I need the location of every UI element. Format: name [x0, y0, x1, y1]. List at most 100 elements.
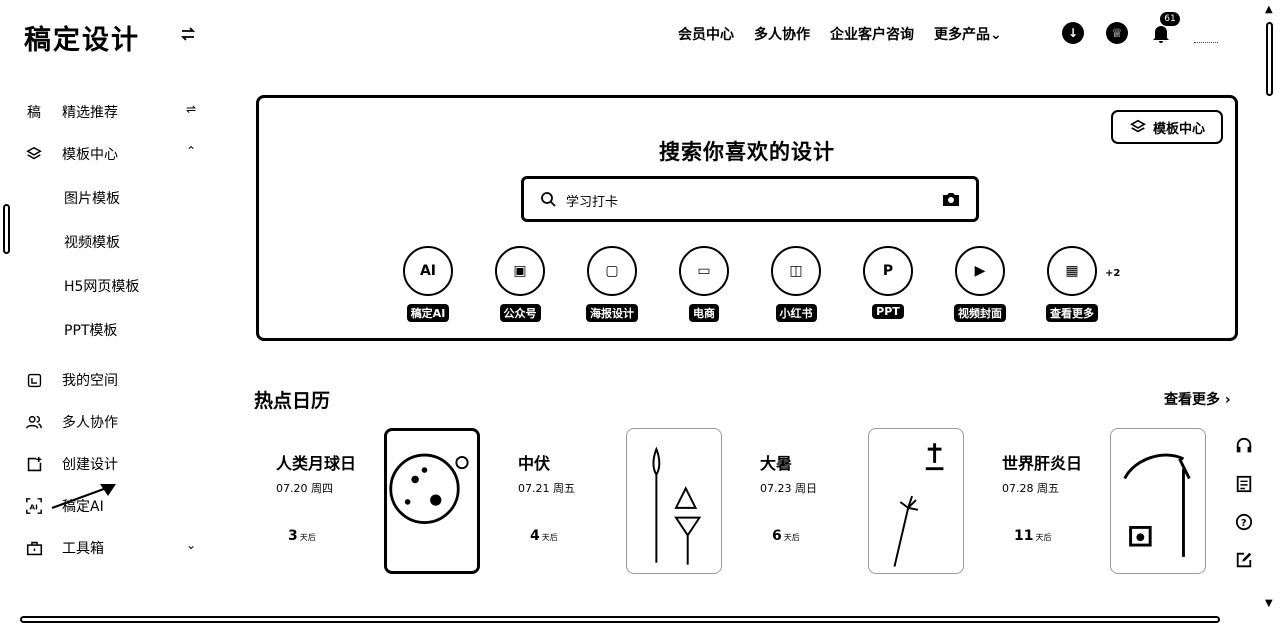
play-icon: ▶ [955, 246, 1005, 296]
top-nav: 会员中心 多人协作 企业客户咨询 更多产品⌄ [678, 24, 1002, 44]
nav-vip-center[interactable]: 会员中心 [678, 27, 734, 43]
svg-text:?: ? [1241, 518, 1247, 529]
moon-poster-image [384, 428, 480, 574]
tool-shortcuts: AI 稿定AI ▣ 公众号 ▢ 海报设计 ▭ 电商 ◫ 小红书 P PPT ▶ … [403, 246, 1098, 322]
nav-more-products[interactable]: 更多产品⌄ [934, 27, 1002, 43]
notification-badge: 61 [1160, 12, 1180, 26]
camera-icon[interactable] [942, 191, 960, 207]
poster-icon: ▢ [587, 246, 637, 296]
people-icon [24, 412, 44, 432]
tool-redbook[interactable]: ◫ 小红书 [771, 246, 821, 322]
sidebar-item-label: 精选推荐 [62, 105, 118, 121]
search-input[interactable]: 学习打卡 [521, 176, 979, 222]
tool-poster-design[interactable]: ▢ 海报设计 [586, 246, 638, 322]
horizontal-scrollbar-thumb[interactable] [20, 616, 1220, 623]
sidebar-item-gaoding-ai[interactable]: AI 稿定AI [24, 496, 204, 516]
scroll-up-arrow[interactable]: ▲ [1265, 4, 1273, 15]
card-event-name: 中伏 [518, 454, 551, 473]
ai-icon: AI [403, 246, 453, 296]
hero-title: 搜索你喜欢的设计 [659, 140, 835, 164]
ai-frame-icon: AI [24, 496, 44, 516]
sidebar-item-label: 稿定AI [62, 499, 104, 515]
swap-icon[interactable] [180, 26, 196, 42]
see-more-link[interactable]: 查看更多 › [1164, 392, 1231, 408]
sidebar-sub-image-templates[interactable]: 图片模板 [64, 191, 120, 207]
sidebar-sub-video-templates[interactable]: 视频模板 [64, 235, 120, 251]
sidebar-item-featured[interactable]: 稿 精选推荐 ⇌ [24, 102, 204, 122]
card-event-name: 世界肝炎日 [1002, 454, 1083, 473]
tool-label: 稿定AI [406, 304, 450, 322]
tool-wechat-article[interactable]: ▣ 公众号 [495, 246, 545, 322]
sidebar-item-label: 多人协作 [62, 415, 118, 431]
sidebar-item-collaboration[interactable]: 多人协作 [24, 412, 204, 432]
notifications[interactable]: 61 [1150, 12, 1180, 44]
tool-label: 查看更多 [1046, 304, 1098, 322]
sidebar-item-label: 创建设计 [62, 457, 118, 473]
search-query: 学习打卡 [566, 195, 619, 210]
pointer-arrow [51, 484, 116, 509]
hero-search-panel: 模板中心 搜索你喜欢的设计 学习打卡 AI 稿定AI ▣ 公众号 ▢ 海报设计 … [256, 95, 1238, 341]
monitor-icon: ▭ [679, 246, 729, 296]
sidebar-sub-ppt-templates[interactable]: PPT模板 [64, 323, 118, 339]
bell-icon [1153, 26, 1169, 43]
chevron-down-icon[interactable]: ⌄ [185, 538, 196, 552]
sidebar-item-label: 我的空间 [62, 373, 118, 389]
redbook-icon: ◫ [771, 246, 821, 296]
sidebar-item-toolbox[interactable]: 工具箱 ⌄ [24, 538, 204, 558]
gao-logo-icon: 稿 [27, 105, 41, 121]
avatar[interactable] [1194, 41, 1218, 43]
tool-see-more[interactable]: ▦ 查看更多 [1046, 246, 1098, 322]
grid-icon: ▦ [1047, 246, 1097, 296]
toolbox-icon [24, 538, 44, 558]
scroll-down-arrow[interactable]: ▼ [1265, 598, 1273, 609]
hepatitis-poster-image [1110, 428, 1206, 574]
card-event-date: 07.23 周日 [760, 482, 817, 495]
help-icon[interactable]: ? [1234, 512, 1254, 532]
folder-icon [24, 370, 44, 390]
nav-collaboration[interactable]: 多人协作 [754, 27, 810, 43]
download-icon[interactable]: ↓ [1062, 22, 1084, 44]
dandelion-poster-image [868, 428, 964, 574]
chevron-down-icon: ⌄ [990, 27, 1002, 43]
document-icon[interactable] [1234, 474, 1254, 494]
tool-label: 小红书 [775, 304, 817, 322]
right-floating-tools: ? [1234, 436, 1254, 570]
top-bar: 稿定设计 会员中心 多人协作 企业客户咨询 更多产品⌄ ↓ ♕ 61 [0, 0, 1260, 72]
tool-label: PPT [872, 304, 904, 319]
brand-logo[interactable]: 稿定设计 [24, 25, 140, 56]
nav-enterprise-consult[interactable]: 企业客户咨询 [830, 27, 914, 43]
sidebar-item-my-space[interactable]: 我的空间 [24, 370, 204, 390]
tool-ppt[interactable]: P PPT [863, 246, 913, 322]
tool-extra-badge: +2 [1105, 268, 1121, 279]
tool-gaoding-ai[interactable]: AI 稿定AI [403, 246, 453, 322]
headset-icon[interactable] [1234, 436, 1254, 456]
card-event-name: 大暑 [760, 454, 793, 473]
sidebar-item-template-center[interactable]: 模板中心 ⌃ [24, 144, 204, 164]
tool-label: 公众号 [499, 304, 541, 322]
template-center-button[interactable]: 模板中心 [1111, 110, 1223, 144]
card-event-name: 人类月球日 [276, 454, 357, 473]
tool-video-cover[interactable]: ▶ 视频封面 [954, 246, 1006, 322]
card-event-date: 07.28 周五 [1002, 482, 1059, 495]
edit-icon[interactable] [1234, 550, 1254, 570]
plus-square-icon [24, 454, 44, 474]
svg-text:AI: AI [30, 503, 39, 512]
sliders-icon[interactable]: ⇌ [185, 102, 196, 116]
sidebar-sub-h5-templates[interactable]: H5网页模板 [64, 279, 140, 295]
sidebar-item-label: 模板中心 [62, 147, 118, 163]
template-center-label: 模板中心 [1152, 121, 1205, 137]
sidebar-item-create-design[interactable]: 创建设计 [24, 454, 204, 474]
vertical-scrollbar-thumb[interactable] [1266, 22, 1273, 96]
tool-ecommerce[interactable]: ▭ 电商 [679, 246, 729, 322]
layers-icon [24, 144, 44, 164]
crown-icon[interactable]: ♕ [1106, 22, 1128, 44]
chevron-up-icon[interactable]: ⌃ [185, 144, 196, 158]
sidebar-scrollbar[interactable] [3, 204, 10, 254]
